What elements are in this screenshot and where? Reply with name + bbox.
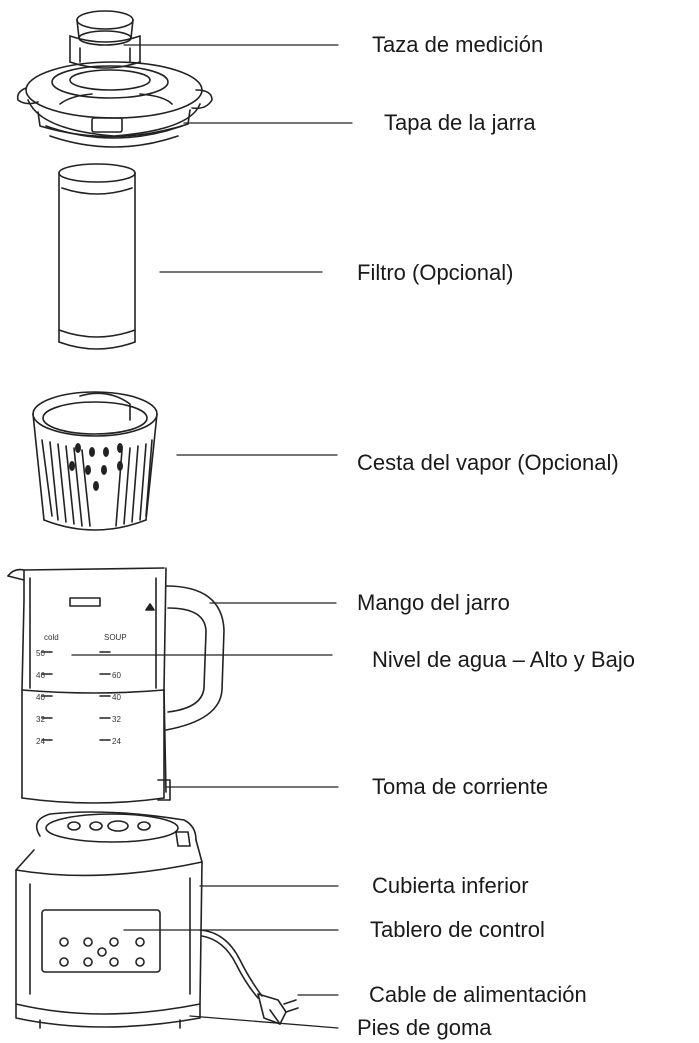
- label-water-level: Nivel de agua – Alto y Bajo: [372, 647, 635, 672]
- jug-body: [7, 567, 225, 804]
- label-rubber-feet: Pies de goma: [357, 1015, 492, 1040]
- label-filter: Filtro (Opcional): [357, 260, 514, 285]
- left-mark-4: 32: [36, 715, 45, 724]
- right-mark-3: 32: [112, 715, 121, 724]
- filter-tube: [58, 163, 136, 350]
- label-measuring-cup: Taza de medición: [372, 32, 544, 57]
- water-scale-right: [99, 651, 111, 741]
- left-icon-text: cold: [44, 633, 59, 642]
- left-mark-3: 40: [36, 693, 45, 702]
- label-steam-basket: Cesta del vapor (Opcional): [357, 450, 619, 475]
- right-mark-2: 40: [112, 693, 121, 702]
- motor-base: [15, 811, 299, 1029]
- control-buttons: [59, 937, 145, 967]
- right-mark-1: 60: [112, 671, 121, 680]
- left-mark-2: 46: [36, 671, 45, 680]
- left-mark-5: 24: [36, 737, 45, 746]
- label-control-panel: Tablero de control: [370, 917, 545, 942]
- right-icon-text: SOUP: [104, 633, 127, 642]
- steam-basket: [32, 391, 158, 531]
- right-mark-4: 24: [112, 737, 121, 746]
- water-scale-left: [41, 651, 53, 741]
- label-power-socket: Toma de corriente: [372, 774, 549, 799]
- label-lower-cover: Cubierta inferior: [372, 873, 529, 898]
- jug-lid: [16, 61, 213, 148]
- label-jug-handle: Mango del jarro: [357, 590, 510, 615]
- scale-text: cold SOUP 50 46 40 32 24 60 40 32 24: [36, 633, 127, 746]
- left-mark-1: 50: [36, 649, 45, 658]
- measuring-cup: [69, 10, 141, 69]
- leader-lines: [71, 44, 353, 1029]
- label-jug-lid: Tapa de la jarra: [384, 110, 536, 135]
- label-power-cable: Cable de alimentación: [369, 982, 587, 1007]
